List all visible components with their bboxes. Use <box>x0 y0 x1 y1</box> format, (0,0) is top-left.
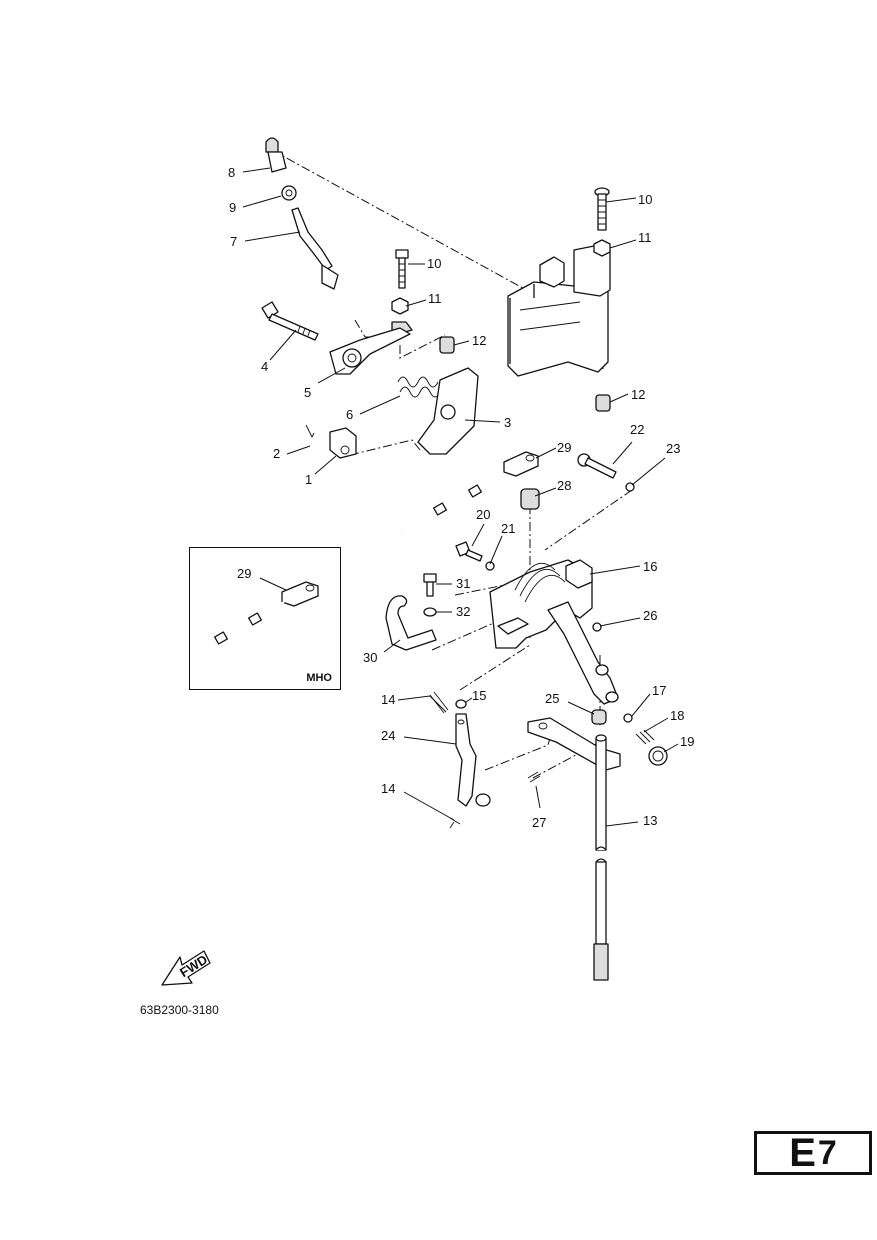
part-24-lever <box>455 713 491 807</box>
callout-24: 24 <box>381 728 395 743</box>
callout-11-right: 11 <box>638 230 652 245</box>
callout-8: 8 <box>228 165 235 180</box>
part-25-grommet <box>591 709 607 725</box>
inset-callout-29: 29 <box>237 566 251 581</box>
callout-30: 30 <box>363 650 377 665</box>
callout-6: 6 <box>346 407 353 422</box>
part-26-washer <box>592 622 602 632</box>
part-28-collar <box>520 488 540 510</box>
part-19-plug <box>648 746 668 766</box>
callout-9: 9 <box>229 200 236 215</box>
part-32-washer <box>423 607 437 617</box>
callouts: 8 9 7 10 11 4 12 5 6 3 2 1 10 11 12 22 2… <box>228 165 694 830</box>
part-18-spring <box>635 729 655 745</box>
page-number: 7 <box>817 1134 837 1172</box>
bracket-housing <box>507 243 611 377</box>
callout-21: 21 <box>501 521 515 536</box>
callout-17: 17 <box>652 683 666 698</box>
reference-code: 63B2300-3180 <box>140 1003 219 1017</box>
callout-25: 25 <box>545 691 559 706</box>
callout-14: 14 <box>381 692 395 707</box>
part-13-shift-rod <box>593 734 609 981</box>
part-14-pin-lower <box>449 817 461 829</box>
part-6-spring <box>397 376 441 398</box>
callout-26: 26 <box>643 608 657 623</box>
callout-12: 12 <box>472 333 486 348</box>
callout-7: 7 <box>230 234 237 249</box>
callout-2: 2 <box>273 446 280 461</box>
part-16-bracket <box>489 559 619 705</box>
callout-18: 18 <box>670 708 684 723</box>
callout-3: 3 <box>504 415 511 430</box>
callout-12-right: 12 <box>631 387 645 402</box>
part-10-bolt-right <box>594 187 610 231</box>
callout-16: 16 <box>643 559 657 574</box>
part-20-bolt <box>455 541 483 562</box>
callout-10-right: 10 <box>638 192 652 207</box>
fwd-arrow-icon: FWD <box>161 950 211 986</box>
callout-27: 27 <box>532 815 546 830</box>
part-30-link <box>385 595 437 651</box>
part-7-rod <box>291 207 339 290</box>
part-3-plate <box>417 367 479 455</box>
part-1-block <box>329 427 357 459</box>
callout-28: 28 <box>557 478 571 493</box>
part-12-bushing-right <box>595 394 611 412</box>
inset-detail-box: MHO <box>189 547 341 690</box>
shift-cable <box>399 474 509 536</box>
callout-20: 20 <box>476 507 490 522</box>
part-22-bolt <box>577 453 617 479</box>
part-15-washer <box>455 699 467 709</box>
callout-13: 13 <box>643 813 657 828</box>
part-21-washer <box>485 561 495 571</box>
inset-cable-end <box>204 581 319 649</box>
part-9-nut <box>281 185 297 201</box>
part-12-bushing-left <box>439 336 455 354</box>
part-8-clip <box>265 137 287 173</box>
part-10-bolt-left <box>395 249 409 289</box>
part-14-pin-upper <box>429 691 449 714</box>
page-badge: E 7 <box>754 1131 872 1175</box>
callout-32: 32 <box>456 604 470 619</box>
part-11-nut-right <box>593 239 611 257</box>
callout-11: 11 <box>428 291 442 306</box>
callout-15: 15 <box>472 688 486 703</box>
callout-5: 5 <box>304 385 311 400</box>
part-2-pin <box>305 424 315 439</box>
part-27-pin <box>527 771 541 783</box>
callout-23: 23 <box>666 441 680 456</box>
part-17-ball <box>623 713 633 723</box>
page-letter: E <box>789 1131 816 1175</box>
inset-model-tag: MHO <box>306 672 332 684</box>
callout-29: 29 <box>557 440 571 455</box>
callout-14-lower: 14 <box>381 781 395 796</box>
part-29-cable-end <box>503 451 539 477</box>
callout-1: 1 <box>305 472 312 487</box>
callout-22: 22 <box>630 422 644 437</box>
part-4-bolt <box>261 301 319 341</box>
callout-4: 4 <box>261 359 268 374</box>
part-5-lever <box>329 327 411 375</box>
callout-10: 10 <box>427 256 441 271</box>
callout-31: 31 <box>456 576 470 591</box>
callout-19: 19 <box>680 734 694 749</box>
part-31-bolt <box>423 573 437 597</box>
